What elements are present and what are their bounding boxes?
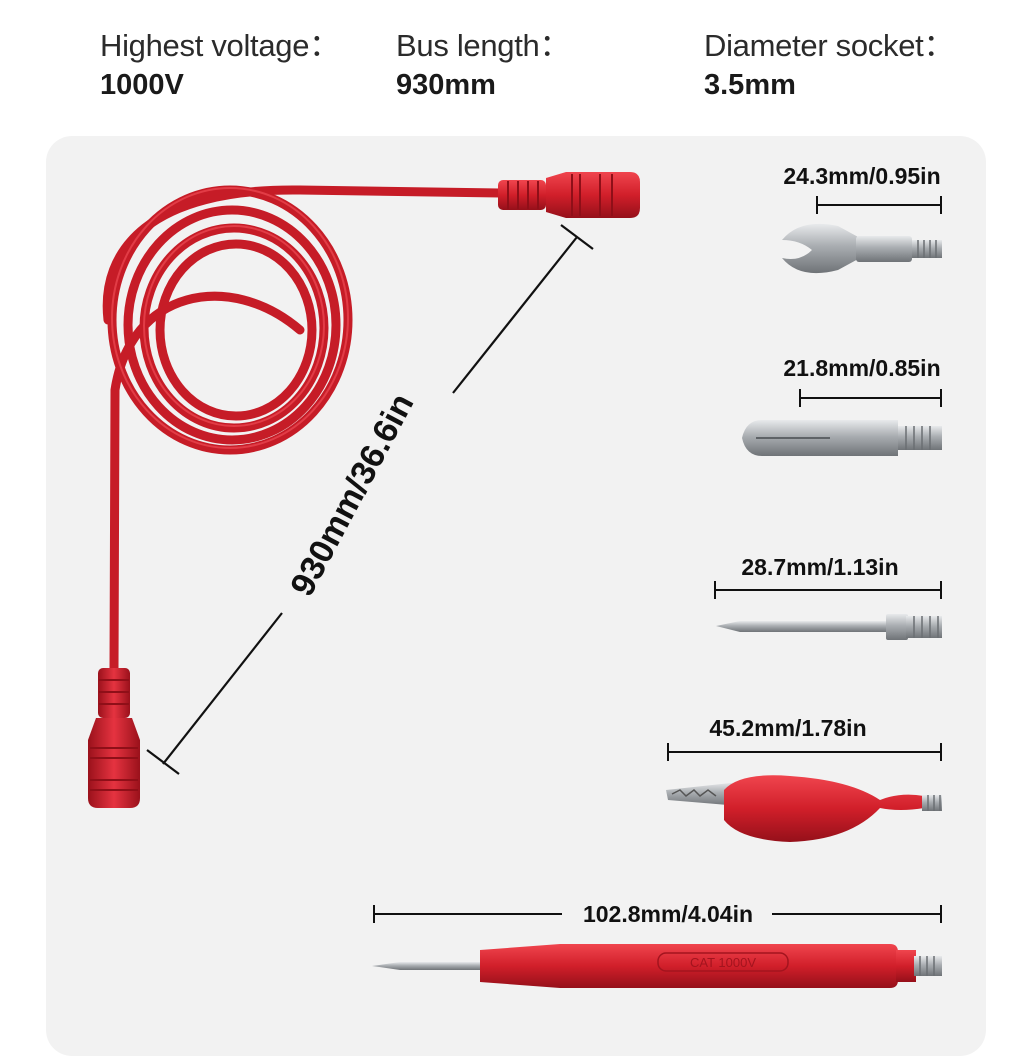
alligator-clip-dimension: 45.2mm/1.78in [709,715,866,741]
test-probe-accessory: 102.8mm/4.04in CAT 1000V [372,901,942,988]
banana-pin-accessory: 21.8mm/0.85in [742,355,942,456]
product-panel [46,136,986,1056]
cable-length-dimension: 930mm/36.6in [146,224,594,775]
spec-voltage-label: Highest voltage： [100,28,340,63]
spade-lug-dimension: 24.3mm/0.95in [783,163,940,189]
bottom-connector [88,668,140,808]
spade-lug-accessory: 24.3mm/0.95in [782,163,942,274]
spec-bus-length: Bus length： 930mm [396,20,571,102]
spec-diameter-label: Diameter socket： [704,28,955,63]
spec-diameter-value: 3.5mm [704,69,796,101]
spec-highest-voltage: Highest voltage： 1000V [100,20,340,102]
top-connector [498,172,640,218]
spec-bus-length-value: 930mm [396,69,496,101]
needle-probe-dimension: 28.7mm/1.13in [741,554,898,580]
banana-pin-dimension: 21.8mm/0.85in [783,355,940,381]
test-lead-cable [88,172,640,808]
spec-voltage-value: 1000V [100,69,184,101]
needle-probe-accessory: 28.7mm/1.13in [714,554,942,640]
spec-diameter-socket: Diameter socket： 3.5mm [704,20,954,102]
test-probe-dimension: 102.8mm/4.04in [583,901,753,927]
spec-bus-length-label: Bus length： [396,28,571,63]
product-illustration: 930mm/36.6in 24.3mm/0.95in 21.8mm/0.85in [88,163,942,988]
alligator-clip-accessory: 45.2mm/1.78in [666,715,942,842]
probe-marking: CAT 1000V [690,955,756,970]
